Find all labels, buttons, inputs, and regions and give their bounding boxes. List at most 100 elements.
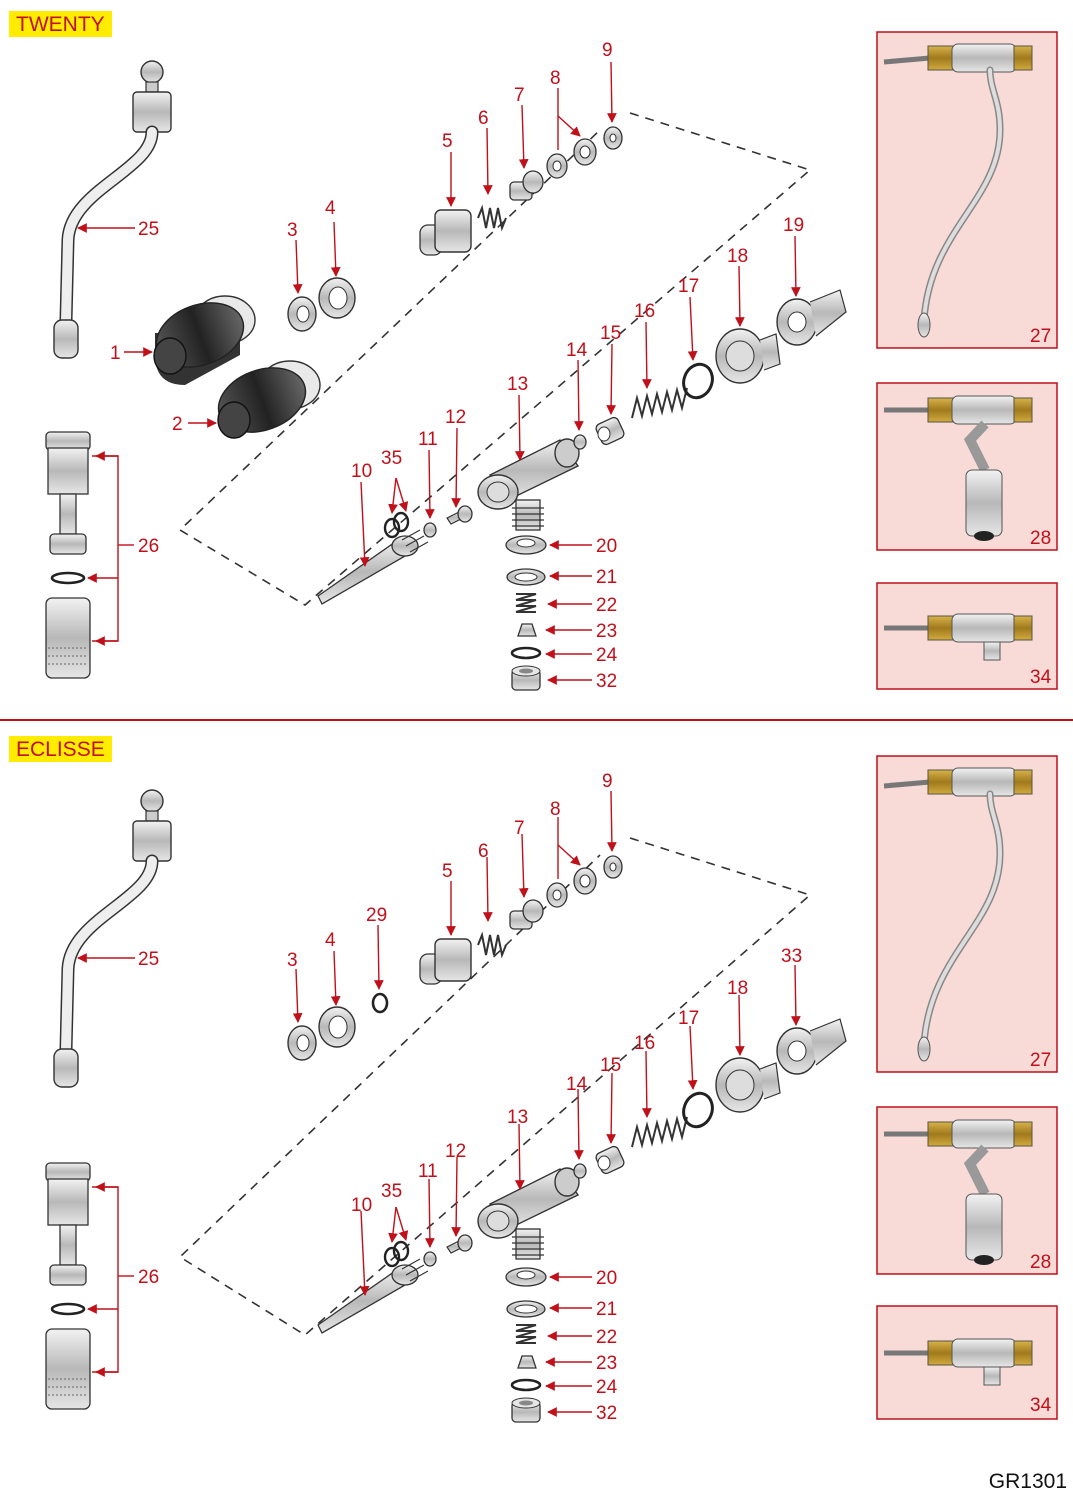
part-washer-21	[506, 568, 546, 586]
part-washer-4	[318, 277, 356, 319]
label-9: 9	[602, 40, 613, 61]
label-10: 10	[351, 461, 372, 482]
label-23: 23	[596, 621, 617, 642]
part-spring-16	[631, 1115, 688, 1149]
label-9: 9	[602, 771, 613, 792]
part-nut-5	[419, 938, 472, 985]
part-washer-4	[318, 1006, 356, 1048]
part-pin-7	[509, 899, 544, 930]
label-20: 20	[596, 1268, 617, 1289]
part-nut-20	[505, 1267, 547, 1287]
label-21: 21	[596, 1299, 617, 1320]
thumb-label-28: 28	[1030, 528, 1051, 549]
part-rings-8	[546, 867, 597, 908]
thumb-label-27: 27	[1030, 1050, 1051, 1071]
part-ball-11	[423, 522, 437, 538]
label-17: 17	[678, 276, 699, 297]
part-bush-32	[511, 1397, 541, 1423]
label-5: 5	[442, 861, 453, 882]
part-seal-23	[517, 623, 537, 637]
label-24: 24	[596, 1377, 618, 1398]
label-4: 4	[325, 930, 336, 951]
section-divider	[0, 719, 1073, 721]
assembly-outline	[178, 112, 812, 606]
drawing-code: GR1301	[988, 1470, 1067, 1493]
part-spring-22	[515, 1324, 537, 1344]
thumb-label-34: 34	[1030, 667, 1052, 688]
label-8: 8	[550, 68, 561, 89]
part-washer-3	[287, 296, 317, 332]
label-10: 10	[351, 1195, 372, 1216]
label-16: 16	[634, 1033, 655, 1054]
label-7: 7	[514, 85, 525, 106]
label-24: 24	[596, 645, 618, 666]
label-14: 14	[566, 1074, 588, 1095]
label-29: 29	[366, 905, 387, 926]
label-15: 15	[600, 1055, 621, 1076]
part-oring-17	[682, 362, 714, 400]
label-32: 32	[596, 1403, 617, 1424]
thumb-27: 27	[876, 31, 1058, 349]
part-oring-24	[510, 646, 542, 660]
part-washer-14	[573, 434, 587, 450]
label-12: 12	[445, 1141, 466, 1162]
part-washer-21	[506, 1300, 546, 1318]
part-washer-9	[603, 126, 623, 150]
thumb-27: 27	[876, 755, 1058, 1073]
label-18: 18	[727, 246, 748, 267]
part-tee-13	[477, 438, 580, 531]
label-22: 22	[596, 595, 617, 616]
part-fitting-33	[776, 1018, 847, 1075]
label-16: 16	[634, 301, 655, 322]
label-25: 25	[138, 949, 159, 970]
part-ball-11	[423, 1251, 437, 1267]
label-13: 13	[507, 1107, 528, 1128]
label-32: 32	[596, 671, 617, 692]
part-oring-29	[371, 992, 389, 1014]
label-3: 3	[287, 950, 298, 971]
label-11: 11	[418, 1161, 438, 1182]
label-3: 3	[287, 220, 298, 241]
label-12: 12	[445, 407, 466, 428]
part-rings-8	[546, 138, 597, 179]
part-oring-17	[682, 1091, 714, 1129]
thumb-label-34: 34	[1030, 1395, 1052, 1416]
part-pin-7	[509, 170, 544, 201]
thumb-label-27: 27	[1030, 326, 1051, 347]
part-nozzle-26	[45, 431, 91, 679]
part-bush-15	[595, 416, 625, 446]
section-eclisse: ECLISSE 25 3 4 29	[0, 731, 1073, 1451]
part-fitting-19	[776, 289, 847, 346]
part-pin-12	[446, 1234, 473, 1254]
label-15: 15	[600, 323, 621, 344]
model-tag: ECLISSE	[9, 736, 112, 762]
label-26: 26	[138, 536, 159, 557]
part-spring-22	[515, 593, 537, 613]
part-filter-1	[153, 295, 256, 385]
thumb-34: 34	[876, 582, 1058, 690]
part-spring-16	[631, 386, 688, 420]
part-nut-5	[419, 209, 472, 256]
part-washer-9	[603, 855, 623, 879]
part-orings-35	[383, 1240, 410, 1268]
exploded-diagram: 25 1 2 3 4	[45, 31, 1058, 692]
label-35: 35	[381, 1181, 402, 1202]
label-17: 17	[678, 1008, 699, 1029]
label-22: 22	[596, 1327, 617, 1348]
exploded-diagram: 25 3 4 29 5 6	[45, 755, 1058, 1424]
part-bush-32	[511, 665, 541, 691]
part-nozzle-26	[45, 1162, 91, 1410]
part-oring-24	[510, 1378, 542, 1392]
label-18: 18	[727, 978, 748, 999]
label-6: 6	[478, 841, 489, 862]
label-25: 25	[138, 219, 159, 240]
part-nut-18	[715, 328, 781, 384]
label-20: 20	[596, 536, 617, 557]
label-2: 2	[172, 414, 183, 435]
part-washer-14	[573, 1163, 587, 1179]
part-spring-6	[477, 204, 507, 232]
part-steam-wand	[53, 789, 172, 1088]
label-19: 19	[783, 215, 804, 236]
label-6: 6	[478, 108, 489, 129]
label-33: 33	[781, 946, 802, 967]
